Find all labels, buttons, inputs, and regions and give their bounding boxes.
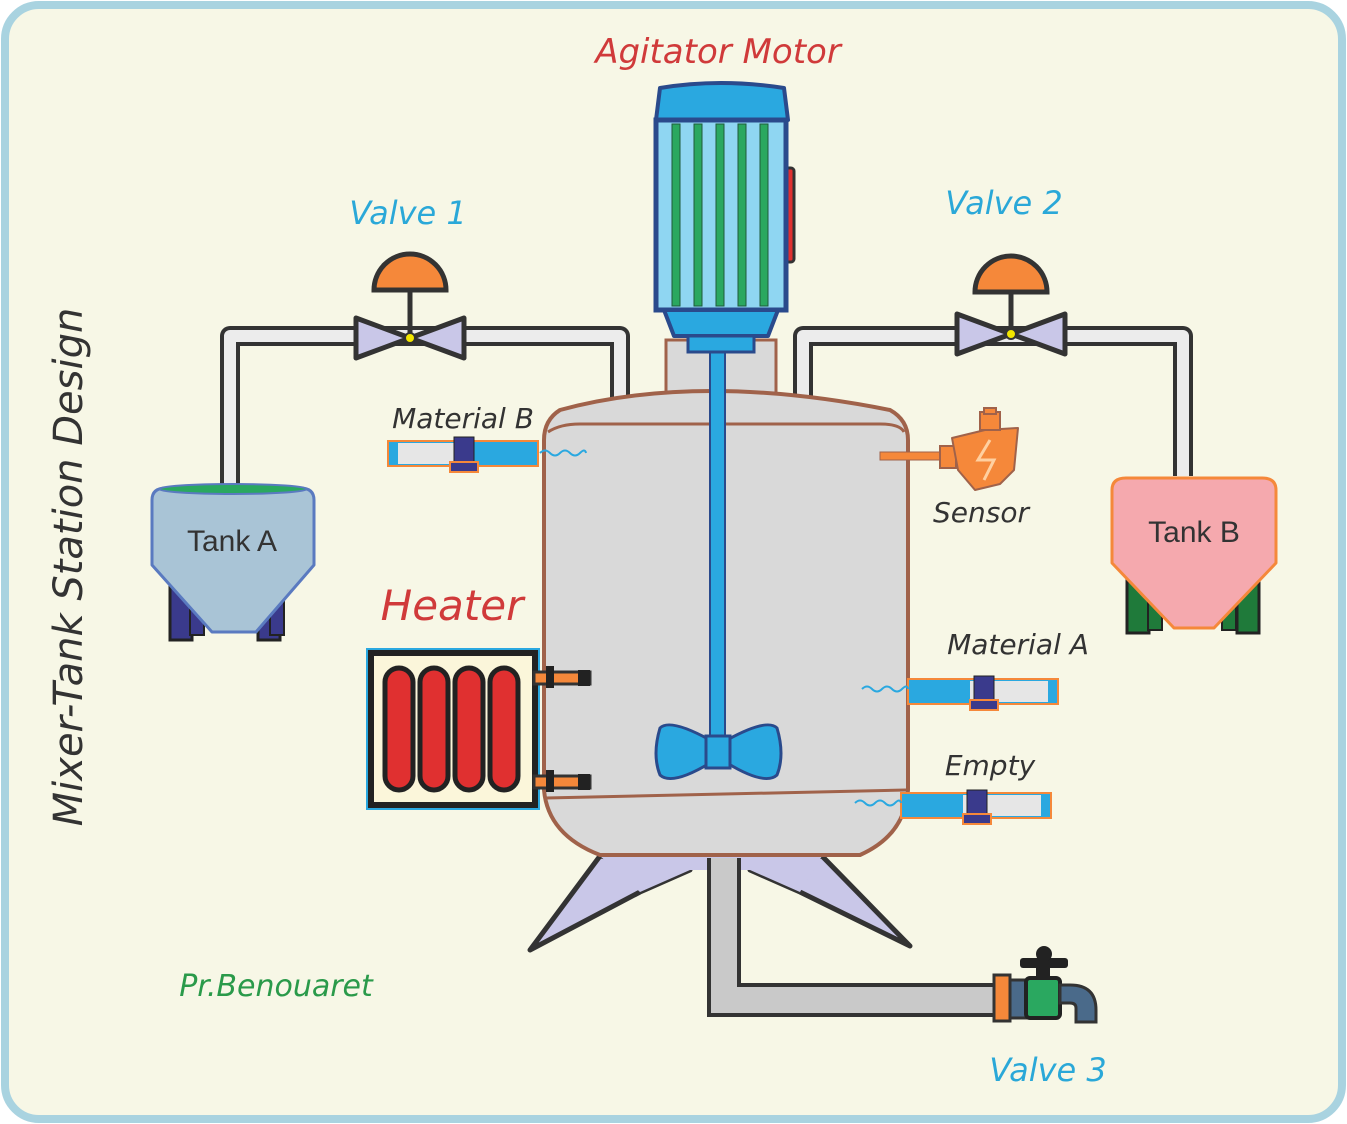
vessel-seam-bottom	[545, 788, 907, 800]
tank-a	[150, 483, 316, 642]
agitator-shaft	[709, 329, 726, 741]
valve2-label: Valve 2	[945, 184, 1063, 222]
vessel-seam-top	[547, 422, 906, 434]
agitator-impeller	[654, 723, 783, 780]
heater-label: Heater	[381, 581, 526, 630]
sensor-label: Sensor	[933, 496, 1030, 529]
tank-b-label: Tank B	[1148, 516, 1240, 549]
tank-a-label: Tank A	[187, 525, 277, 558]
valve2-symbol[interactable]	[954, 253, 1068, 357]
material-b-label: Material B	[392, 402, 534, 435]
drain-pipe	[707, 858, 1005, 1017]
valve3-symbol[interactable]	[992, 946, 1098, 1024]
empty-label: Empty	[945, 749, 1036, 782]
author-credit: Pr.Benouaret	[179, 969, 374, 1004]
valve1-label: Valve 1	[349, 194, 467, 232]
agitator-motor[interactable]	[653, 81, 796, 354]
valve1-symbol[interactable]	[353, 251, 467, 361]
material-b-sensor[interactable]	[387, 436, 587, 473]
material-a-sensor[interactable]	[861, 675, 1059, 711]
heater[interactable]	[366, 648, 592, 810]
agitator-motor-label: Agitator Motor	[593, 32, 843, 72]
material-a-label: Material A	[947, 628, 1089, 661]
tank-b	[1110, 476, 1278, 635]
sensor-device[interactable]	[879, 407, 1019, 491]
vessel-stand	[527, 853, 913, 953]
empty-level-sensor[interactable]	[854, 789, 1052, 825]
diagram-title: Mixer-Tank Station Design	[46, 308, 92, 827]
valve3-label: Valve 3	[989, 1051, 1107, 1089]
